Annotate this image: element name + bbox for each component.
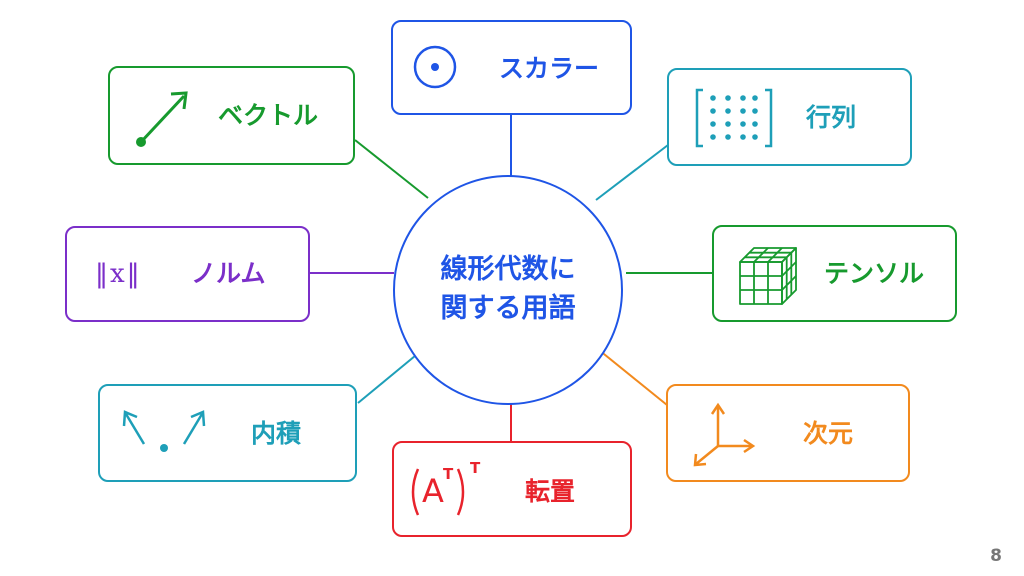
page-number: 8 bbox=[990, 546, 1002, 566]
center-title-line1: 線形代数に bbox=[440, 254, 576, 285]
node-norm: ‖x‖ ノルム bbox=[65, 226, 310, 322]
transpose-icon: A T T bbox=[406, 459, 496, 521]
inner-product-icon bbox=[122, 410, 206, 452]
axes-3d-icon bbox=[693, 402, 756, 467]
node-vector-label: ベクトル bbox=[218, 101, 319, 130]
node-tensor: テンソル bbox=[712, 225, 957, 322]
arrow-vector-icon bbox=[136, 91, 188, 147]
transpose-symbol-sup1: T bbox=[443, 465, 454, 483]
node-scalar-label: スカラー bbox=[499, 54, 600, 83]
connector-matrix bbox=[595, 144, 669, 201]
transpose-symbol-sup2: T bbox=[470, 459, 481, 477]
node-matrix: 行列 bbox=[667, 68, 912, 166]
node-inner: 内積 bbox=[98, 384, 357, 482]
circle-dot-icon bbox=[413, 45, 457, 89]
node-transpose: A T T 転置 bbox=[392, 441, 632, 537]
transpose-paren-left bbox=[411, 468, 420, 516]
transpose-paren-right bbox=[456, 468, 465, 516]
node-scalar: スカラー bbox=[391, 20, 632, 115]
node-dimension: 次元 bbox=[666, 384, 910, 482]
node-transpose-label: 転置 bbox=[525, 477, 576, 506]
center-node: 線形代数に 関する用語 bbox=[393, 175, 623, 405]
cube-grid-icon bbox=[739, 247, 797, 305]
connector-dimension bbox=[598, 349, 668, 406]
node-dimension-label: 次元 bbox=[803, 419, 854, 448]
connector-inner bbox=[357, 350, 422, 404]
node-norm-label: ノルム bbox=[191, 259, 266, 288]
node-tensor-label: テンソル bbox=[824, 259, 925, 288]
norm-icon: ‖x‖ bbox=[95, 259, 140, 289]
norm-symbol: x bbox=[110, 259, 125, 289]
connector-vector bbox=[354, 139, 429, 199]
node-vector: ベクトル bbox=[108, 66, 355, 165]
center-title-line2: 関する用語 bbox=[440, 293, 576, 324]
transpose-symbol-base: A bbox=[422, 472, 444, 510]
node-matrix-label: 行列 bbox=[806, 103, 857, 132]
node-inner-label: 内積 bbox=[251, 419, 302, 448]
matrix-dots-icon bbox=[695, 88, 773, 148]
